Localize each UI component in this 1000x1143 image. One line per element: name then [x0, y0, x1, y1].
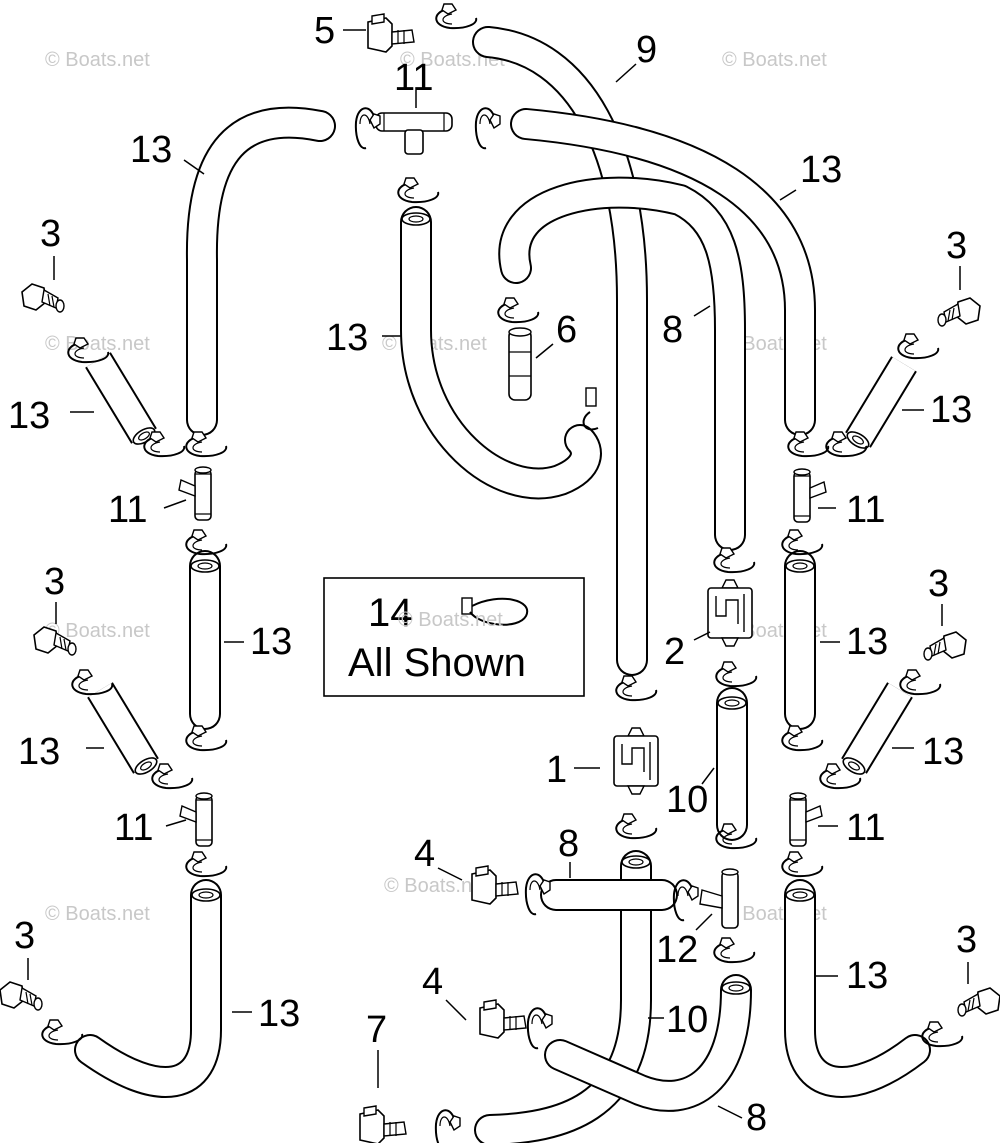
- callout-13-right-bottom: 13: [846, 955, 888, 997]
- hose-13-top-right: [510, 108, 816, 436]
- watermark-text: © Boats.net: [398, 609, 503, 631]
- callout-8-bottom: 8: [746, 1097, 767, 1139]
- callout-13-top-left: 13: [130, 129, 172, 171]
- watermark-text: © Boats.net: [722, 49, 827, 71]
- hose-13-center: [400, 206, 602, 500]
- hose-10-lower: [474, 850, 652, 1143]
- tee-fitting-12: [699, 868, 739, 929]
- fittings: [0, 13, 1000, 1143]
- connector-6: [508, 327, 532, 401]
- callouts: 5 11 9 13 13 3 3 13 6 8 13 13 11 11 3 3 …: [8, 10, 977, 1139]
- cable-tie-icon: [461, 597, 529, 626]
- callout-13-top-right: 13: [800, 149, 842, 191]
- callout-3-lower-right: 3: [956, 919, 977, 961]
- callout-10-lower: 10: [666, 999, 708, 1041]
- callout-13-right-short1: 13: [930, 389, 972, 431]
- callout-4-lower: 4: [422, 961, 443, 1003]
- callout-13-left-bottom: 13: [258, 993, 300, 1035]
- callout-13-left-short2: 13: [18, 731, 60, 773]
- callout-11-left2: 11: [114, 807, 153, 849]
- callout-8-lower: 8: [558, 823, 579, 865]
- callout-10-upper: 10: [666, 779, 708, 821]
- callout-11-left1: 11: [108, 489, 147, 531]
- watermark-text: © Boats.net: [45, 333, 150, 355]
- note-text: All Shown: [348, 641, 526, 685]
- callout-11-right2: 11: [846, 807, 885, 849]
- callout-3-mid-left: 3: [44, 561, 65, 603]
- callout-13-center: 13: [326, 317, 368, 359]
- callout-3-upper-right: 3: [946, 225, 967, 267]
- callout-3-lower-left: 3: [14, 915, 35, 957]
- watermark-text: © Boats.net: [45, 620, 150, 642]
- note-frame: [323, 577, 585, 697]
- callout-7: 7: [366, 1009, 387, 1051]
- callout-11-top: 11: [394, 57, 433, 99]
- callout-8-center: 8: [662, 309, 683, 351]
- leader-lines: [27, 29, 969, 1119]
- watermark-text: © Boats.net: [45, 49, 150, 71]
- filter-2: [707, 579, 753, 647]
- hoses: [74, 26, 931, 1143]
- hose-8-center: [498, 176, 746, 551]
- callout-1: 1: [546, 749, 567, 791]
- bolt-small: [582, 387, 599, 431]
- watermark-text: © Boats.net: [45, 903, 150, 925]
- hose-13-top-left: [185, 106, 336, 436]
- note-box-14: 14 All Shown © Boats.net: [323, 577, 585, 697]
- watermark-text: © Boats.net: [384, 875, 489, 897]
- tee-fitting-11-top: [375, 112, 453, 155]
- callout-2: 2: [664, 631, 685, 673]
- callout-6: 6: [556, 309, 577, 351]
- note-number: 14: [368, 591, 413, 635]
- elbow-fitting-5: [367, 13, 415, 53]
- hose-8-bottom: [544, 974, 752, 1112]
- callout-5: 5: [314, 10, 335, 52]
- hose-13-right-bottom: [784, 879, 931, 1098]
- callout-13-right-long1: 13: [846, 621, 888, 663]
- callout-13-left-short1: 13: [8, 395, 50, 437]
- callout-13-left-long1: 13: [250, 621, 292, 663]
- callout-9: 9: [636, 29, 657, 71]
- hose-13-left-bottom: [74, 879, 222, 1098]
- callout-4-upper: 4: [414, 833, 435, 875]
- callout-13-right-short2: 13: [922, 731, 964, 773]
- filter-1: [613, 727, 659, 795]
- callout-3-mid-right: 3: [928, 563, 949, 605]
- callout-3-upper-left: 3: [40, 213, 61, 255]
- callout-12: 12: [656, 929, 698, 971]
- callout-11-right1: 11: [846, 489, 885, 531]
